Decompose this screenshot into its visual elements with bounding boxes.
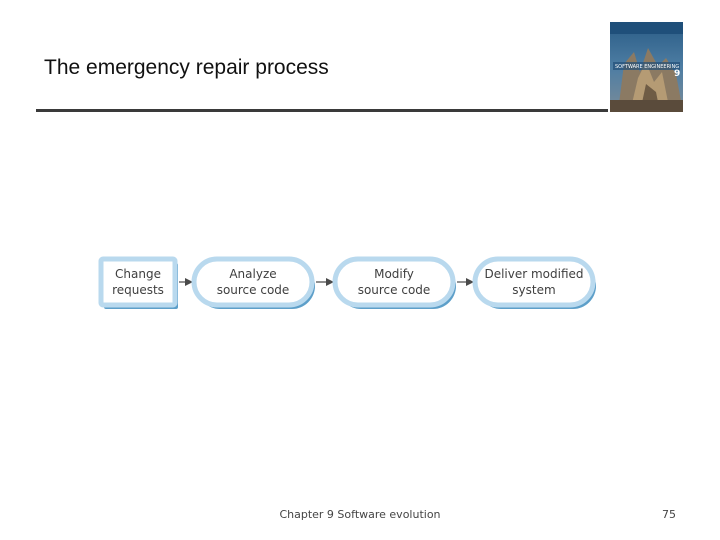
document-shape — [98, 256, 178, 308]
book-cover-edition: 9 — [674, 69, 680, 79]
process-shape — [191, 256, 315, 308]
node-label-line: requests — [112, 283, 164, 297]
title-divider — [36, 109, 608, 112]
footer-page-number: 75 — [662, 508, 676, 521]
node-label-line: Modify — [374, 267, 414, 281]
book-cover-art: SOFTWARE ENGINEERING 9 — [610, 22, 683, 112]
node-label-line: Deliver modified — [484, 267, 583, 281]
slide-title: The emergency repair process — [44, 56, 329, 79]
node-label-line: source code — [358, 283, 431, 297]
footer-chapter: Chapter 9 Software evolution — [279, 508, 441, 521]
node-modify-source-code: Modify source code — [332, 256, 456, 309]
node-analyze-source-code: Analyze source code — [191, 256, 315, 309]
node-label-line: Analyze — [229, 267, 276, 281]
node-deliver-modified-system: Deliver modified system — [472, 256, 596, 309]
node-label-line: source code — [217, 283, 290, 297]
node-label-line: system — [512, 283, 555, 297]
node-label-line: Change — [115, 267, 161, 281]
book-cover-image: SOFTWARE ENGINEERING 9 — [610, 22, 683, 112]
process-shape — [332, 256, 456, 308]
process-shape — [472, 256, 596, 308]
node-change-requests: Change requests — [98, 256, 178, 309]
book-cover-title: SOFTWARE ENGINEERING — [615, 64, 679, 70]
